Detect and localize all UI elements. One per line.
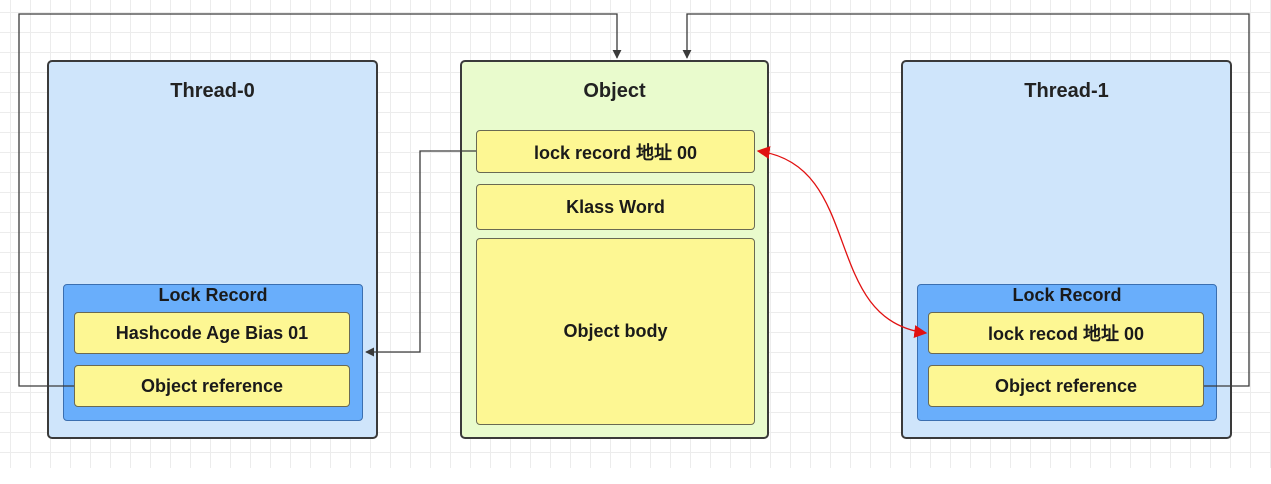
object-body-field: Object body bbox=[476, 238, 755, 425]
thread-0-lock-record-title: Lock Record bbox=[158, 285, 268, 305]
thread-1-title: Thread-1 bbox=[1024, 80, 1109, 102]
thread-1-lock-record-title: Lock Record bbox=[1012, 285, 1122, 305]
thread-0-mark-word-field: Hashcode Age Bias 01 bbox=[74, 312, 350, 354]
thread-1-mark-word-field: lock recod 地址 00 bbox=[928, 312, 1204, 354]
object-title: Object bbox=[583, 80, 646, 102]
object-mark-word-field: lock record 地址 00 bbox=[476, 130, 755, 173]
thread-1-object-reference-field: Object reference bbox=[928, 365, 1204, 407]
canvas-bottom-margin bbox=[0, 468, 1271, 484]
thread-0-object-reference-field: Object reference bbox=[74, 365, 350, 407]
object-klass-word-field: Klass Word bbox=[476, 184, 755, 230]
thread-0-title: Thread-0 bbox=[170, 80, 255, 102]
